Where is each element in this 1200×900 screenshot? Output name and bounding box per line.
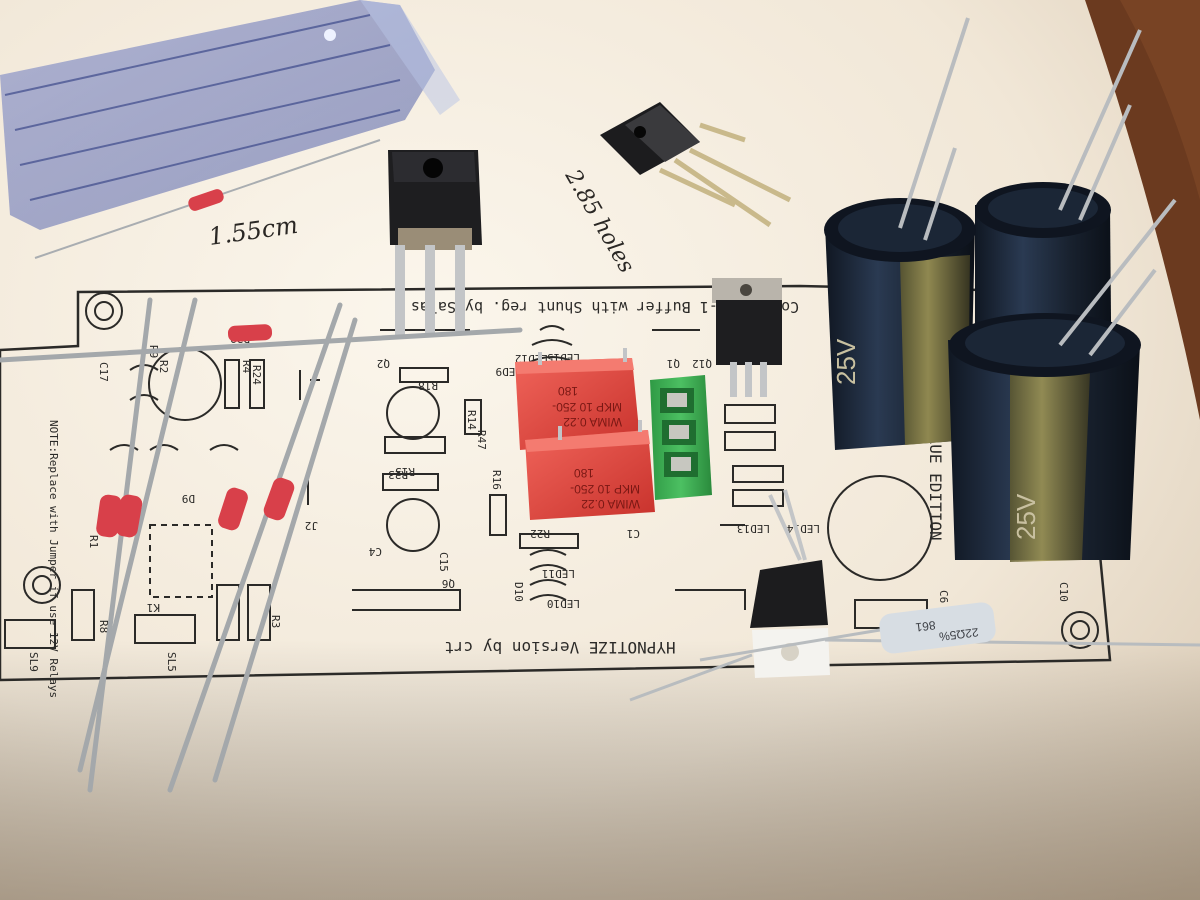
designator-label: C4 (368, 545, 382, 558)
designator-label: LED14 (787, 522, 820, 535)
mounting-hole (1061, 611, 1099, 649)
designator-label: SL9 (27, 652, 40, 672)
designator-label: C1 (627, 527, 640, 540)
mounting-hole (23, 566, 61, 604)
designator-label: D10 (512, 582, 525, 602)
designator-label: R47 (475, 430, 488, 450)
designator-label: R1 (87, 535, 100, 548)
capacitor-voltage: 25V (1011, 493, 1041, 540)
plastic-component-strip (0, 0, 460, 230)
designator-label: R2 (157, 360, 170, 373)
capacitor-marking: 180 (574, 466, 594, 480)
designator-label: R4 (240, 360, 253, 374)
wima-capacitor-top: WIMA 0.22 MKP 10 250- 180 (515, 348, 640, 450)
left-leaded-resistors (0, 297, 523, 793)
capacitor-marking: MKP 10 250- (552, 400, 622, 414)
to247-transistor (388, 150, 482, 335)
blue-edition-label: BLUE EDITION (926, 425, 945, 541)
designator-label: R16 (490, 470, 503, 490)
designator-label: C6 (937, 590, 950, 603)
grey-power-resistor: 22Ω5% 861 (699, 602, 1200, 662)
capacitor-marking: MKP 10 250- (570, 482, 640, 496)
sheet-note: NOTE:Replace with Jumper if use 12V Rela… (47, 420, 60, 698)
designator-label: Q6 (442, 577, 455, 590)
designator-label: C17 (97, 362, 110, 382)
green-terminal-block (650, 375, 712, 500)
designator-label: Q1 (667, 357, 680, 370)
wima-capacitor-bottom: WIMA 0.22 MKP 10 250- 180 (525, 420, 655, 520)
mounting-hole (85, 292, 123, 330)
designator-label: R23 (388, 468, 408, 481)
silkscreen-designators: R1 R2 R3 R4 R8 R9 R13 R14 R16 R18 R22 R2… (27, 332, 1070, 672)
resistor-marking: 22Ω5% (938, 625, 979, 644)
to220-transistor-standing (712, 278, 782, 397)
designator-label: D9 (182, 492, 195, 505)
designator-label: R8 (97, 620, 110, 633)
designator-label: SL5 (165, 652, 178, 672)
sheet-bottom-title: HYPNOTIZE Version by crt (444, 638, 675, 657)
designator-label: LED11 (542, 567, 575, 580)
designator-label: Q12 (692, 357, 712, 370)
designator-label: C10 (1057, 582, 1070, 602)
designator-label: C15 (437, 552, 450, 572)
designator-label: K1 (147, 601, 160, 614)
transistor-with-insulator (629, 489, 830, 702)
red-resistor-bodies (96, 324, 295, 538)
designator-label: R18 (418, 379, 438, 392)
to220-transistor-lying (600, 102, 792, 228)
electrolytic-capacitor-left: 25V (824, 17, 976, 450)
capacitor-marking: WIMA 0.22 (581, 497, 640, 511)
bottom-shading (0, 640, 1200, 900)
designator-label: R14 (465, 410, 478, 430)
designator-label: Q2 (377, 357, 390, 370)
small-red-resistor (34, 139, 381, 259)
sheet-top-title: Coupled B-1 Buffer with Shunt reg. by Sa… (411, 298, 799, 316)
electrolytic-capacitor-front: 25V (948, 198, 1177, 562)
designator-label: J2 (305, 519, 318, 532)
capacitor-voltage: 25V (831, 338, 861, 385)
designator-label: LED10 (547, 597, 580, 610)
capacitor-marking: 180 (558, 384, 578, 398)
resistor-marking: 861 (914, 618, 936, 634)
designator-label: R22 (530, 527, 550, 540)
capacitor-marking: WIMA 0.22 (563, 415, 622, 429)
designator-label: R3 (269, 615, 282, 628)
designator-label: R24 (250, 365, 263, 385)
designator-label: R13 (395, 465, 415, 478)
designator-label: LED13 (737, 522, 770, 535)
